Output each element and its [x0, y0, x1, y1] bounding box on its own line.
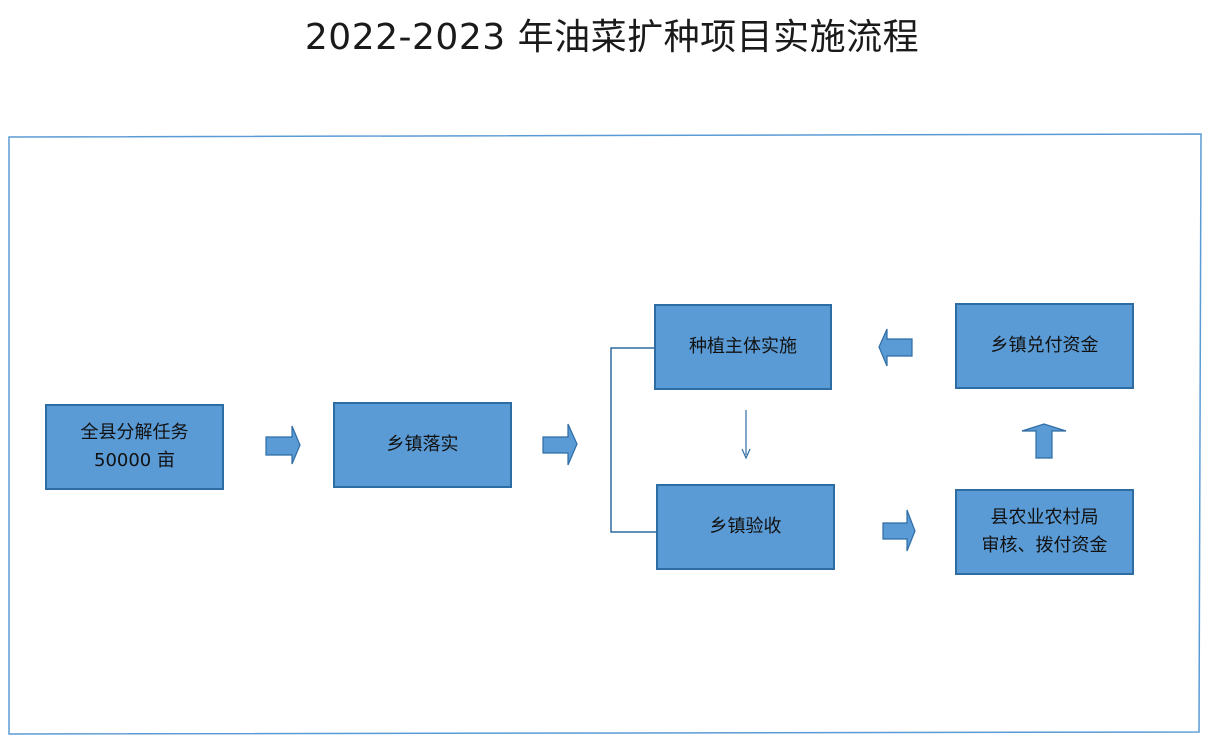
- node-county-task-line2: 50000 亩: [94, 450, 175, 471]
- node-county-task-line1: 全县分解任务: [80, 422, 189, 443]
- node-township-pay: 乡镇兑付资金: [955, 303, 1134, 389]
- bracket-connector: [610, 347, 657, 533]
- arrow-right-2: [542, 423, 578, 466]
- node-township-implement: 乡镇落实: [333, 402, 512, 488]
- arrow-right-3: [882, 509, 916, 552]
- node-township-inspect-label: 乡镇验收: [709, 516, 782, 537]
- page-title: 2022-2023 年油菜扩种项目实施流程: [304, 17, 920, 58]
- node-township-implement-label: 乡镇落实: [386, 434, 459, 455]
- node-township-pay-label: 乡镇兑付资金: [990, 335, 1099, 356]
- node-planting-entity-label: 种植主体实施: [689, 336, 797, 357]
- node-township-inspect: 乡镇验收: [656, 484, 835, 570]
- node-county-bureau-line2: 审核、拨付资金: [981, 535, 1108, 556]
- outer-frame: [8, 133, 1202, 735]
- node-county-bureau-line1: 县农业农村局: [990, 507, 1099, 528]
- arrow-right-1: [265, 425, 301, 465]
- node-county-task: 全县分解任务 50000 亩: [45, 404, 224, 490]
- arrow-left: [878, 328, 913, 367]
- node-county-bureau: 县农业农村局 审核、拨付资金: [955, 489, 1134, 575]
- arrow-up: [1021, 423, 1067, 459]
- arrow-down-head: [741, 448, 751, 460]
- node-planting-entity: 种植主体实施: [654, 304, 832, 390]
